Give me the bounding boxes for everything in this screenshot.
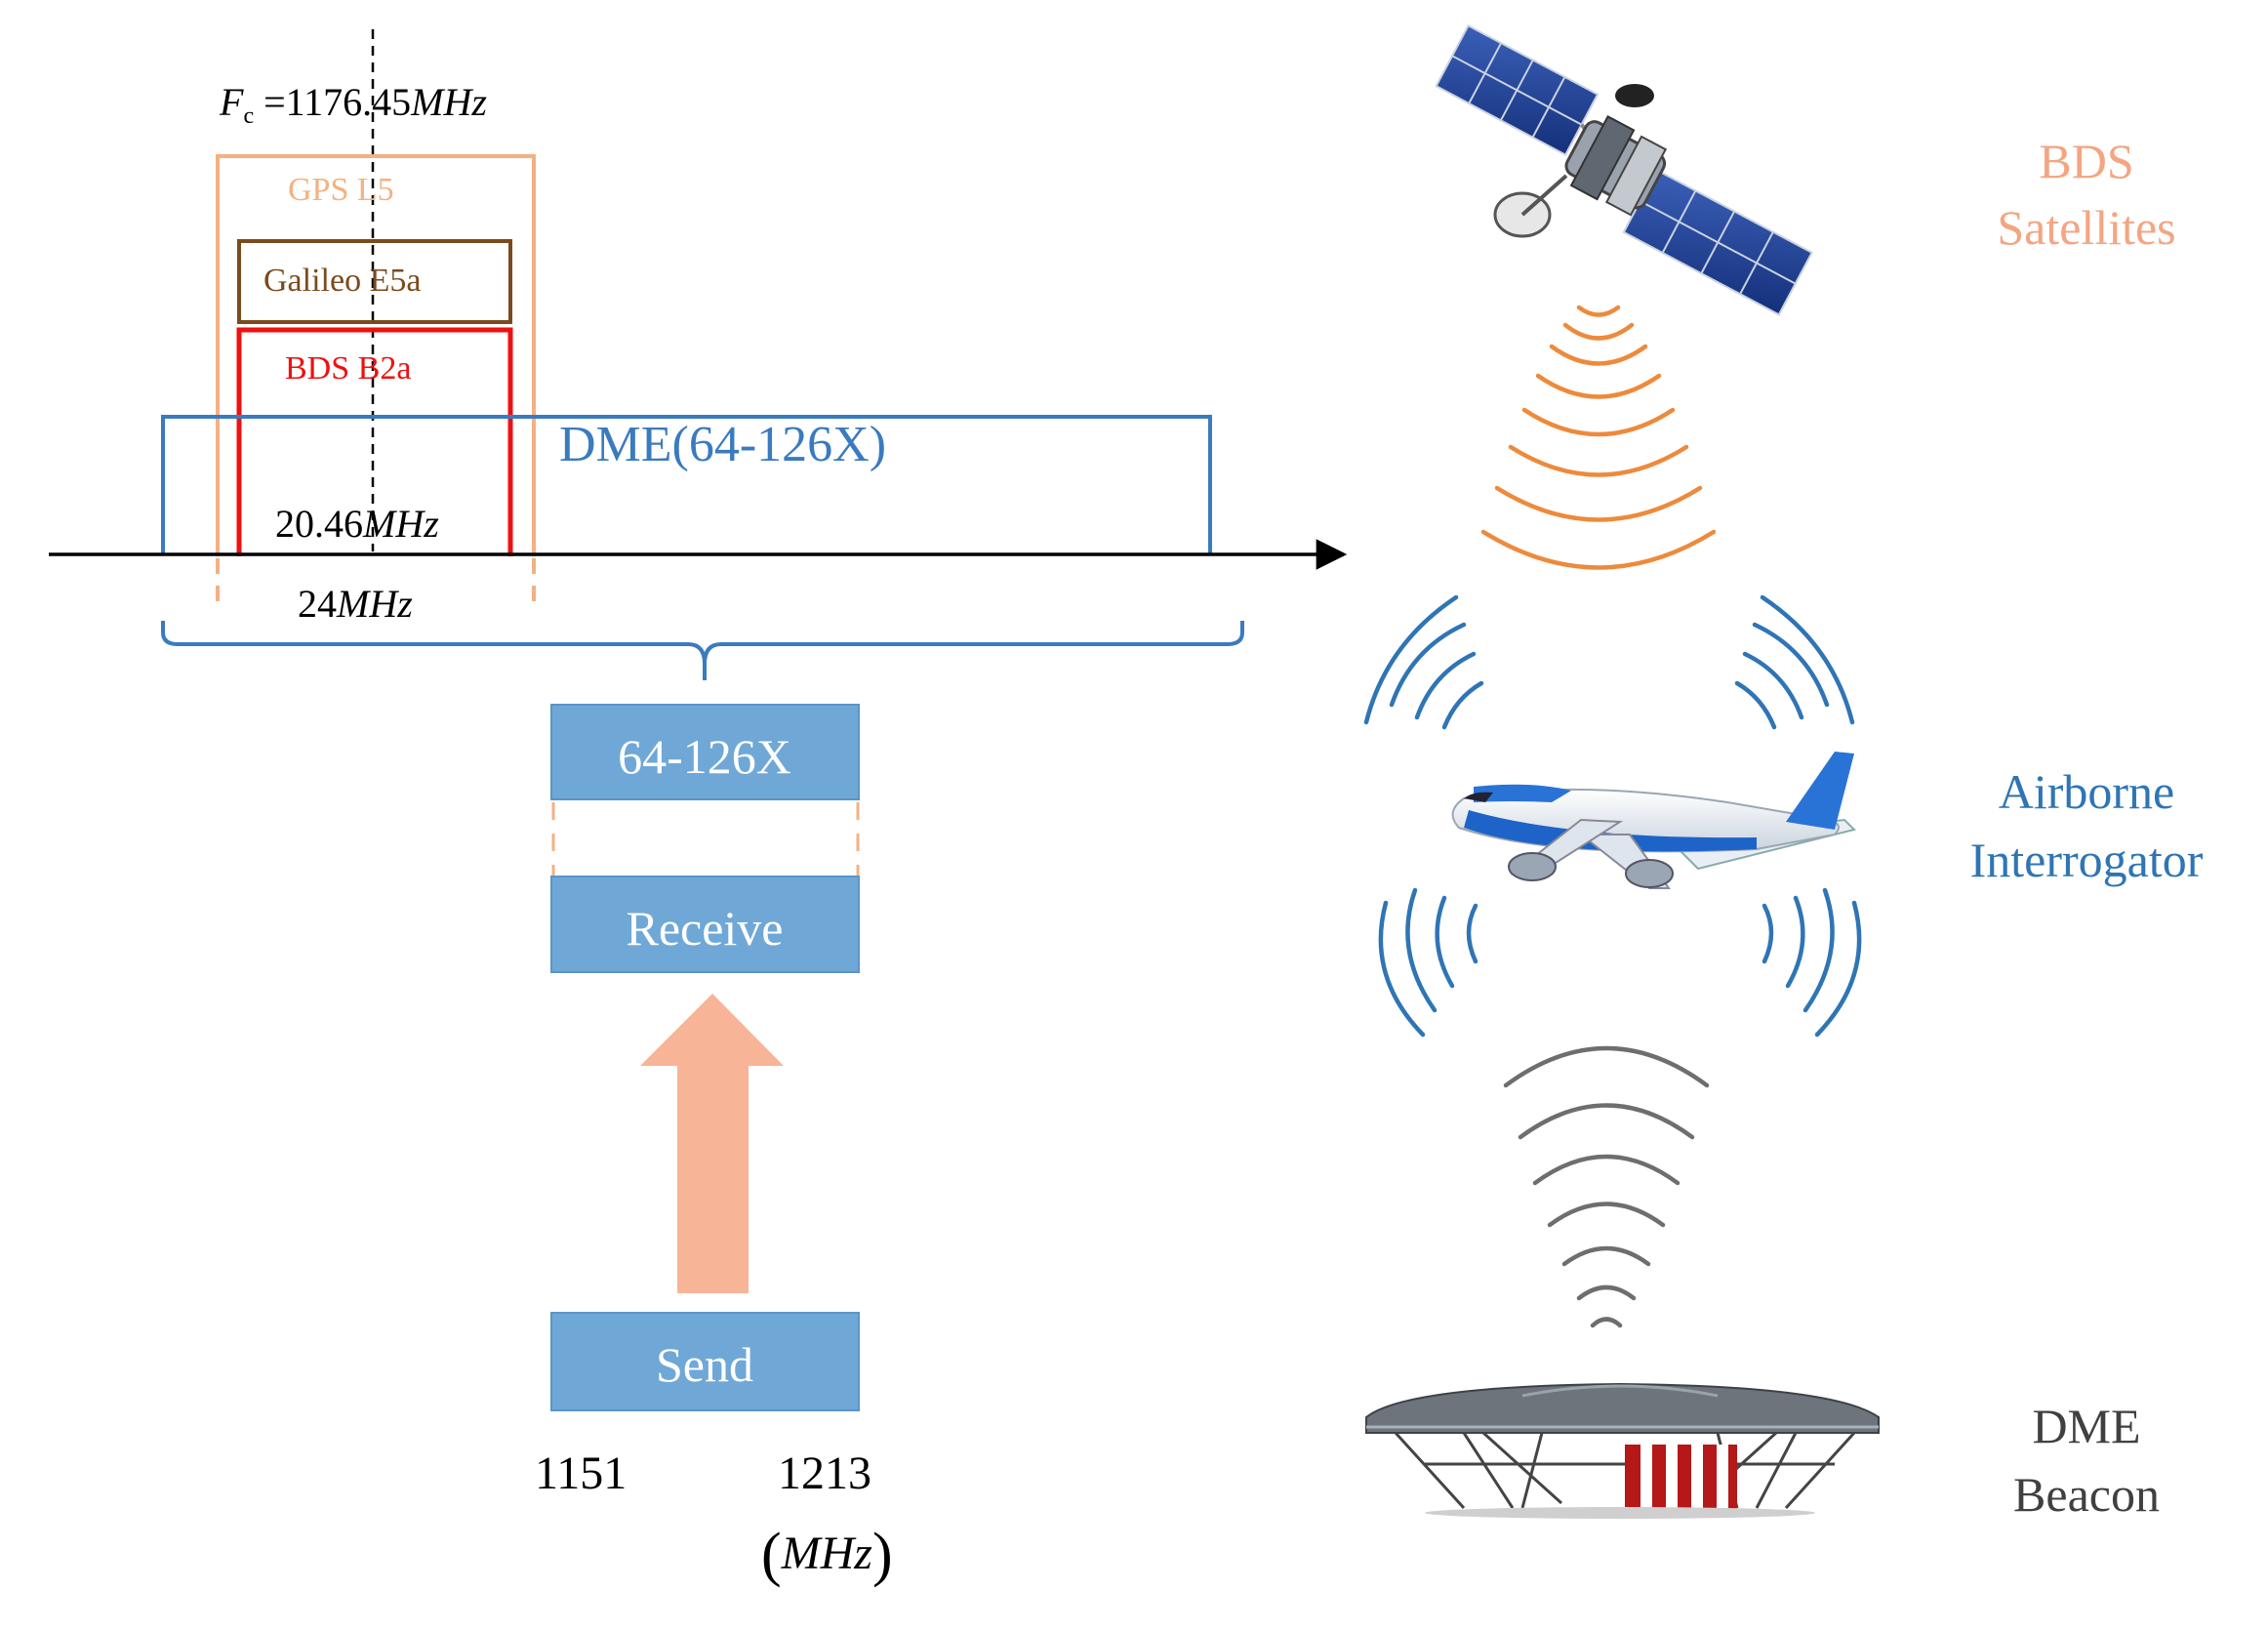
channel-flow: 64-126X Receive Send 1151 1213 (MHz) bbox=[535, 704, 893, 1588]
satellite-signal-waves bbox=[1480, 305, 1717, 570]
center-frequency-label: Fc=1176.45MHz bbox=[219, 80, 487, 129]
spectrum-diagram: Fc=1176.45MHz GPS L5 Galileo E5a BDS B2a… bbox=[49, 29, 1348, 680]
channel-label: 64-126X bbox=[618, 729, 791, 784]
send-label: Send bbox=[656, 1337, 753, 1392]
band-brace bbox=[161, 621, 1244, 680]
satellite-label-line2: Satellites bbox=[1997, 200, 2175, 255]
dme-beacon-icon bbox=[1365, 1382, 1880, 1519]
beacon-label-line1: DME bbox=[2032, 1399, 2140, 1453]
send-box bbox=[550, 1312, 860, 1411]
receive-box bbox=[550, 876, 860, 973]
airplane-icon bbox=[1451, 752, 1856, 889]
beacon-signal-waves bbox=[1503, 1045, 1710, 1328]
satellite-label-line1: BDS bbox=[2039, 134, 2133, 188]
bds-b2a-label: BDS B2a bbox=[285, 350, 411, 387]
airborne-signal-waves bbox=[1363, 594, 1862, 1038]
dme-band bbox=[161, 415, 1212, 554]
bds-b2a-band bbox=[236, 327, 513, 556]
inner-bandwidth-label: 20.46MHz bbox=[275, 502, 439, 546]
galileo-e5a-box bbox=[237, 239, 512, 324]
receive-label: Receive bbox=[626, 901, 783, 956]
frequency-low-label: 1151 bbox=[535, 1447, 627, 1499]
channel-box bbox=[550, 704, 860, 800]
outer-bandwidth-label: 24MHz bbox=[298, 582, 413, 626]
satellite-icon bbox=[1435, 23, 1813, 316]
send-to-receive-arrow bbox=[640, 994, 784, 1293]
frequency-unit-label: (MHz) bbox=[761, 1522, 893, 1588]
dme-band-label: DME(64-126X) bbox=[559, 417, 886, 472]
frequency-high-label: 1213 bbox=[778, 1447, 871, 1499]
beacon-label-line2: Beacon bbox=[2013, 1467, 2160, 1522]
airborne-label-line1: Airborne bbox=[1999, 764, 2175, 819]
gps-l5-band bbox=[216, 154, 536, 556]
gps-l5-label: GPS L5 bbox=[288, 172, 394, 208]
airborne-label-line2: Interrogator bbox=[1970, 833, 2204, 887]
galileo-e5a-label: Galileo E5a bbox=[263, 263, 421, 299]
